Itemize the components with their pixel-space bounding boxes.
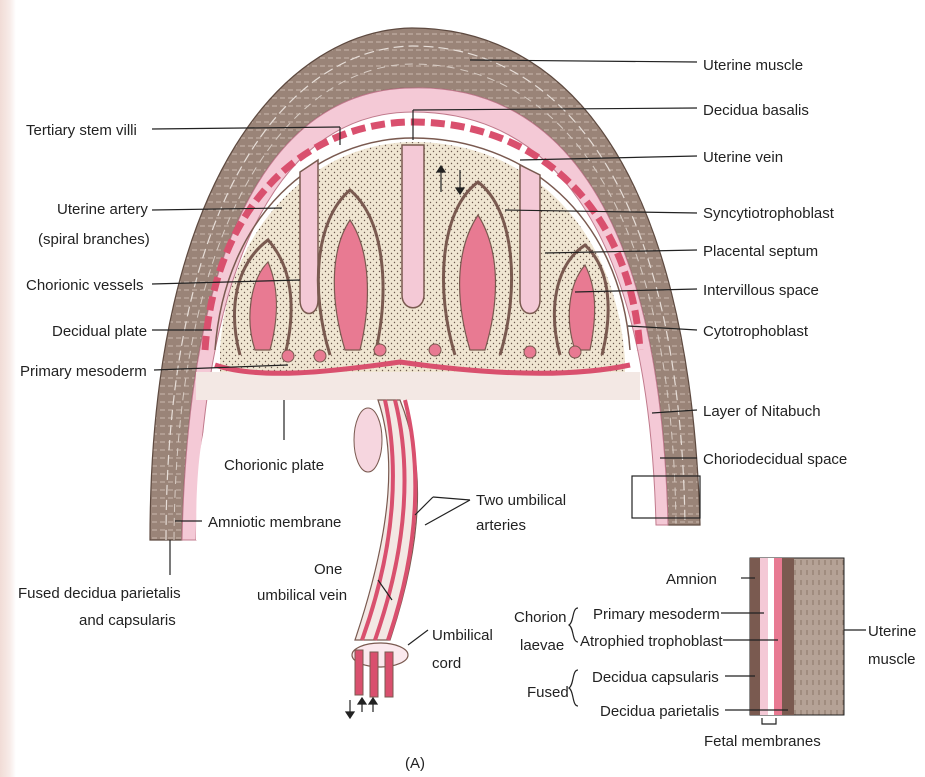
label-fused-decidua: Fused decidua parietalis	[18, 585, 181, 602]
label-placental-septum: Placental septum	[703, 243, 818, 260]
label-layer-of-nitabuch: Layer of Nitabuch	[703, 403, 821, 420]
inset-label-decidua-capsularis: Decidua capsularis	[592, 669, 719, 686]
label-syncytiotrophoblast: Syncytiotrophoblast	[703, 205, 835, 222]
label-one-umbilical-vein-sub: umbilical vein	[257, 587, 347, 604]
label-chorionic-vessels: Chorionic vessels	[26, 277, 144, 294]
label-uterine-muscle: Uterine muscle	[703, 57, 803, 74]
label-tertiary-stem-villi: Tertiary stem villi	[26, 122, 137, 139]
inset-label-uterine-muscle: Uterine	[868, 623, 916, 640]
inset-label-decidua-parietalis: Decidua parietalis	[600, 703, 719, 720]
label-chorionic-plate: Chorionic plate	[224, 457, 324, 474]
label-cytotrophoblast: Cytotrophoblast	[703, 323, 809, 340]
label-decidua-basalis: Decidua basalis	[703, 102, 809, 119]
figure-caption: (A)	[405, 755, 425, 772]
inset-label-uterine-muscle-sub: muscle	[868, 651, 916, 668]
label-umbilical-cord: Umbilical	[432, 627, 493, 644]
label-uterine-artery-sub: (spiral branches)	[38, 231, 150, 248]
inset-label-atrophied-trophoblast: Atrophied trophoblast	[580, 633, 723, 650]
inset-label-fused: Fused	[527, 684, 569, 701]
cord-cut-vessels	[355, 650, 393, 697]
label-decidual-plate: Decidual plate	[52, 323, 147, 340]
label-uterine-vein: Uterine vein	[703, 149, 783, 166]
inset-label-amnion: Amnion	[666, 571, 717, 588]
placental-septum	[402, 145, 424, 308]
inset-label-chorion: Chorion	[514, 609, 567, 626]
label-choriodecidual-space: Choriodecidual space	[703, 451, 847, 468]
yolk-sac-remnant	[354, 408, 382, 472]
placental-septum	[300, 160, 318, 314]
label-amniotic-membrane: Amniotic membrane	[208, 514, 341, 531]
label-umbilical-cord-sub: cord	[432, 655, 461, 672]
inset-label-primary-mesoderm: Primary mesoderm	[593, 606, 720, 623]
inset-label-fetal-membranes: Fetal membranes	[704, 733, 821, 750]
membranes-inset	[750, 558, 844, 715]
label-primary-mesoderm: Primary mesoderm	[20, 363, 147, 380]
label-two-umbilical-arteries: Two umbilical	[476, 492, 566, 509]
chorionic-plate	[196, 372, 640, 400]
label-fused-decidua-sub: and capsularis	[79, 612, 176, 629]
label-uterine-artery: Uterine artery	[57, 201, 148, 218]
placental-septum	[520, 165, 540, 314]
label-intervillous-space: Intervillous space	[703, 282, 819, 299]
label-two-umbilical-arteries-sub: arteries	[476, 517, 526, 534]
inset-label-chorion-sub: laevae	[520, 637, 564, 654]
label-one-umbilical-vein: One	[314, 561, 342, 578]
